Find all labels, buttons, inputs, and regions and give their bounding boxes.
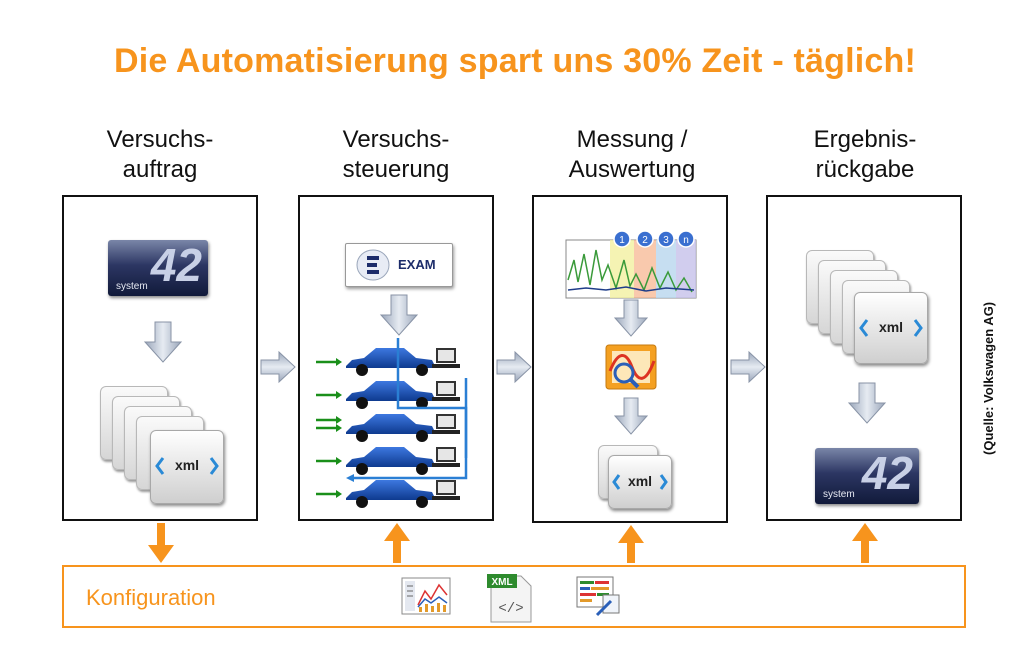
stage-heading-ergebnisrueckgabe: Ergebnis- rückgabe bbox=[765, 125, 965, 185]
marker-2: 2 bbox=[636, 230, 654, 248]
xml-doc-label: xml bbox=[174, 457, 200, 473]
exam-e-icon bbox=[356, 249, 390, 281]
stage-heading-messung: Messung / Auswertung bbox=[532, 125, 732, 185]
down-arrow-icon bbox=[613, 397, 649, 435]
stage-heading-versuchssteuerung: Versuchs- steuerung bbox=[296, 125, 496, 185]
car-row bbox=[316, 480, 460, 508]
heading-line: steuerung bbox=[342, 156, 450, 183]
system42-logo: 42 system bbox=[815, 447, 919, 504]
svg-text:3: 3 bbox=[663, 235, 669, 246]
system42-word: system bbox=[823, 489, 855, 500]
down-arrow-icon bbox=[847, 382, 887, 424]
car-row bbox=[316, 414, 460, 442]
heading-line: Versuchs- bbox=[342, 126, 450, 153]
xml-doc-label: xml bbox=[878, 319, 904, 335]
down-arrow-icon bbox=[613, 299, 649, 337]
table-edit-icon bbox=[576, 576, 620, 617]
angle-brackets-icon bbox=[155, 457, 219, 475]
svg-text:</>: </> bbox=[498, 601, 523, 617]
configuration-label: Konfiguration bbox=[86, 585, 216, 610]
xml-doc-icon: xml bbox=[150, 430, 224, 504]
heading-line: Ergebnis- bbox=[813, 126, 917, 153]
analysis-icon bbox=[605, 344, 657, 390]
heading-line: auftrag bbox=[122, 156, 198, 183]
xml-file-icon: XML </> bbox=[487, 574, 532, 623]
marker-3: 3 bbox=[657, 230, 675, 248]
svg-text:1: 1 bbox=[619, 235, 625, 246]
report-chart-icon bbox=[401, 577, 451, 615]
orange-down-arrow-icon bbox=[148, 523, 174, 563]
orange-up-arrow-icon bbox=[852, 523, 878, 563]
page-title: Die Automatisierung spart uns 30% Zeit -… bbox=[114, 42, 916, 80]
configuration-bar: Konfiguration XML </> bbox=[62, 565, 966, 628]
car-test-stands-illustration bbox=[316, 338, 468, 508]
right-arrow-icon bbox=[496, 350, 532, 384]
heading-line: Versuchs- bbox=[106, 126, 214, 153]
down-arrow-icon bbox=[143, 321, 183, 363]
exam-label: EXAM bbox=[398, 257, 436, 272]
right-arrow-icon bbox=[730, 350, 766, 384]
heading-line: Messung / bbox=[576, 126, 688, 153]
angle-brackets-icon bbox=[612, 474, 668, 490]
system42-number: 42 bbox=[150, 239, 202, 291]
car-row bbox=[316, 381, 460, 409]
svg-text:XML: XML bbox=[491, 577, 512, 588]
marker-1: 1 bbox=[613, 230, 631, 248]
xml-doc-icon: xml bbox=[608, 455, 672, 509]
marker-n: n bbox=[677, 230, 695, 248]
orange-up-arrow-icon bbox=[618, 525, 644, 563]
heading-line: Auswertung bbox=[568, 156, 696, 183]
system42-word: system bbox=[116, 281, 148, 292]
car-row bbox=[316, 348, 460, 376]
down-arrow-icon bbox=[379, 294, 419, 336]
heading-line: rückgabe bbox=[815, 156, 915, 183]
stage-heading-versuchsauftrag: Versuchs- auftrag bbox=[60, 125, 260, 185]
svg-text:n: n bbox=[683, 235, 689, 246]
measurement-plot-icon: 1 2 3 n bbox=[565, 230, 697, 299]
svg-text:2: 2 bbox=[642, 235, 648, 246]
exam-logo: EXAM bbox=[345, 243, 453, 287]
xml-doc-icon: xml bbox=[854, 292, 928, 364]
orange-up-arrow-icon bbox=[384, 523, 410, 563]
car-row bbox=[316, 447, 460, 475]
source-note: (Quelle: Volkswagen AG) bbox=[981, 301, 996, 455]
system42-logo: 42 system bbox=[108, 239, 208, 296]
right-arrow-icon bbox=[260, 350, 296, 384]
xml-doc-label: xml bbox=[627, 473, 653, 489]
system42-number: 42 bbox=[861, 447, 913, 499]
angle-brackets-icon bbox=[859, 319, 923, 337]
